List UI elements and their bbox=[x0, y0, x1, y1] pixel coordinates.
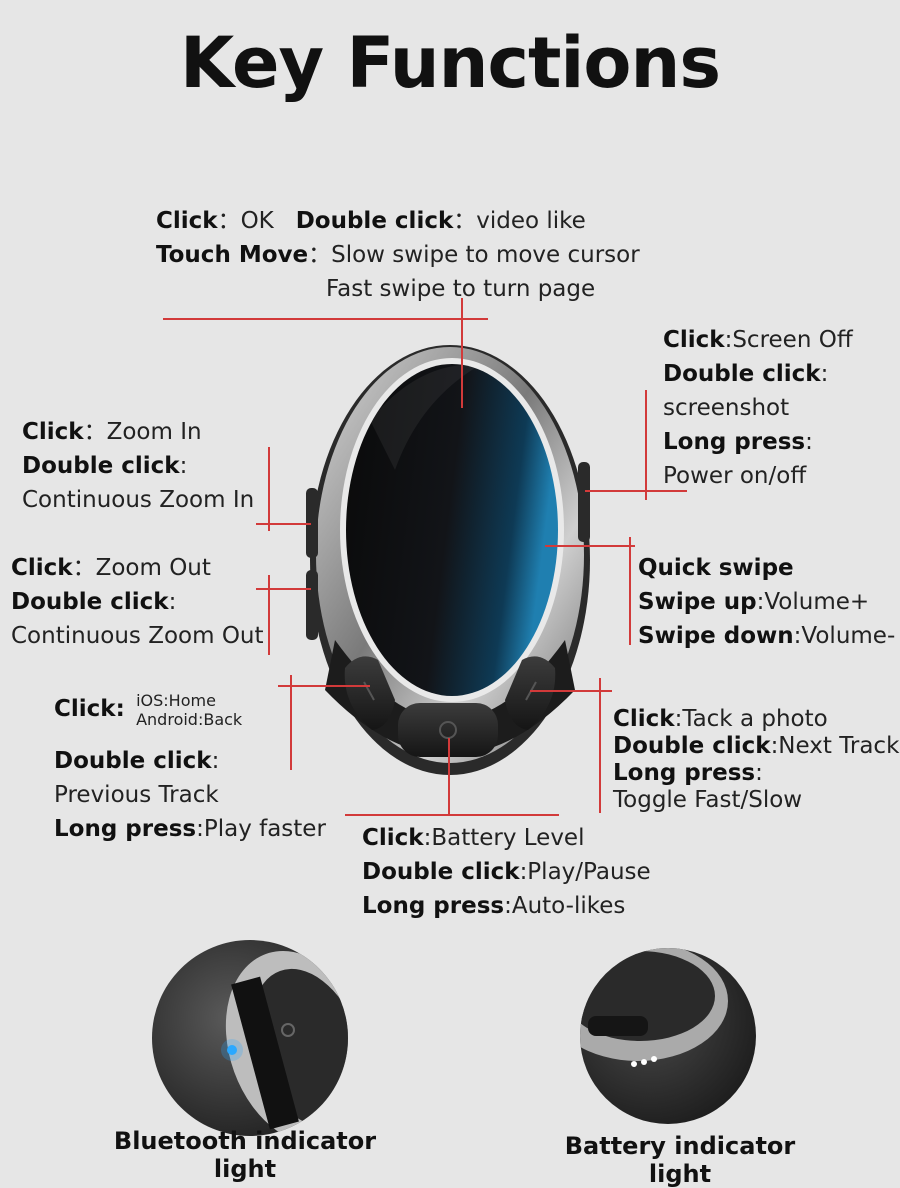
bluetooth-indicator-closeup bbox=[152, 940, 348, 1136]
leader-line-power bbox=[585, 490, 687, 492]
leader-line-right-btn bbox=[530, 690, 612, 692]
leader-line-swipe-vertical bbox=[629, 537, 631, 645]
battery-led-2-icon bbox=[641, 1059, 647, 1065]
power-button[interactable] bbox=[578, 462, 590, 542]
leader-line-zoomout bbox=[256, 588, 311, 590]
page-title: Key Functions bbox=[179, 22, 721, 104]
leader-line-power-vertical bbox=[645, 390, 647, 500]
leader-line-zoomout-vertical bbox=[268, 575, 270, 655]
zoom-in-button[interactable] bbox=[306, 488, 318, 558]
leader-line-zoomin-vertical bbox=[268, 447, 270, 531]
zoom-out-label: Click：Zoom Out Double click: Continuous … bbox=[11, 555, 264, 649]
leader-line-zoomin bbox=[256, 523, 311, 525]
leader-line-left-btn-vertical bbox=[290, 675, 292, 770]
leader-line-right-btn-vertical bbox=[599, 678, 601, 813]
touch-screen[interactable] bbox=[346, 364, 558, 696]
center-button[interactable] bbox=[398, 703, 498, 757]
battery-led-3-icon bbox=[651, 1056, 657, 1062]
leader-line-center-btn-vertical bbox=[448, 738, 450, 816]
leader-line-top bbox=[163, 318, 488, 320]
battery-indicator-closeup bbox=[580, 948, 756, 1124]
touch-function-label: Click：OK Double click：video like Touch M… bbox=[156, 208, 640, 302]
battery-led-1-icon bbox=[631, 1061, 637, 1067]
leader-line-center-btn bbox=[345, 814, 559, 816]
leader-line-left-btn bbox=[278, 685, 370, 687]
battery-caption: Battery indicator light bbox=[564, 1132, 796, 1188]
leader-line-top-vertical bbox=[461, 298, 463, 408]
right-button-label: Click:Tack a photo Double click:Next Tra… bbox=[613, 706, 900, 813]
bluetooth-led-icon bbox=[227, 1045, 237, 1055]
power-button-label: Click:Screen Off Double click: screensho… bbox=[663, 327, 853, 489]
bluetooth-caption: Bluetooth indicator light bbox=[113, 1127, 377, 1183]
zoom-out-button[interactable] bbox=[306, 570, 318, 640]
swipe-label: Quick swipe Swipe up:Volume+ Swipe down:… bbox=[638, 555, 896, 649]
zoom-in-label: Click：Zoom In Double click: Continuous Z… bbox=[22, 419, 255, 513]
center-button-label: Click:Battery Level Double click:Play/Pa… bbox=[362, 825, 651, 919]
leader-line-swipe bbox=[545, 545, 635, 547]
